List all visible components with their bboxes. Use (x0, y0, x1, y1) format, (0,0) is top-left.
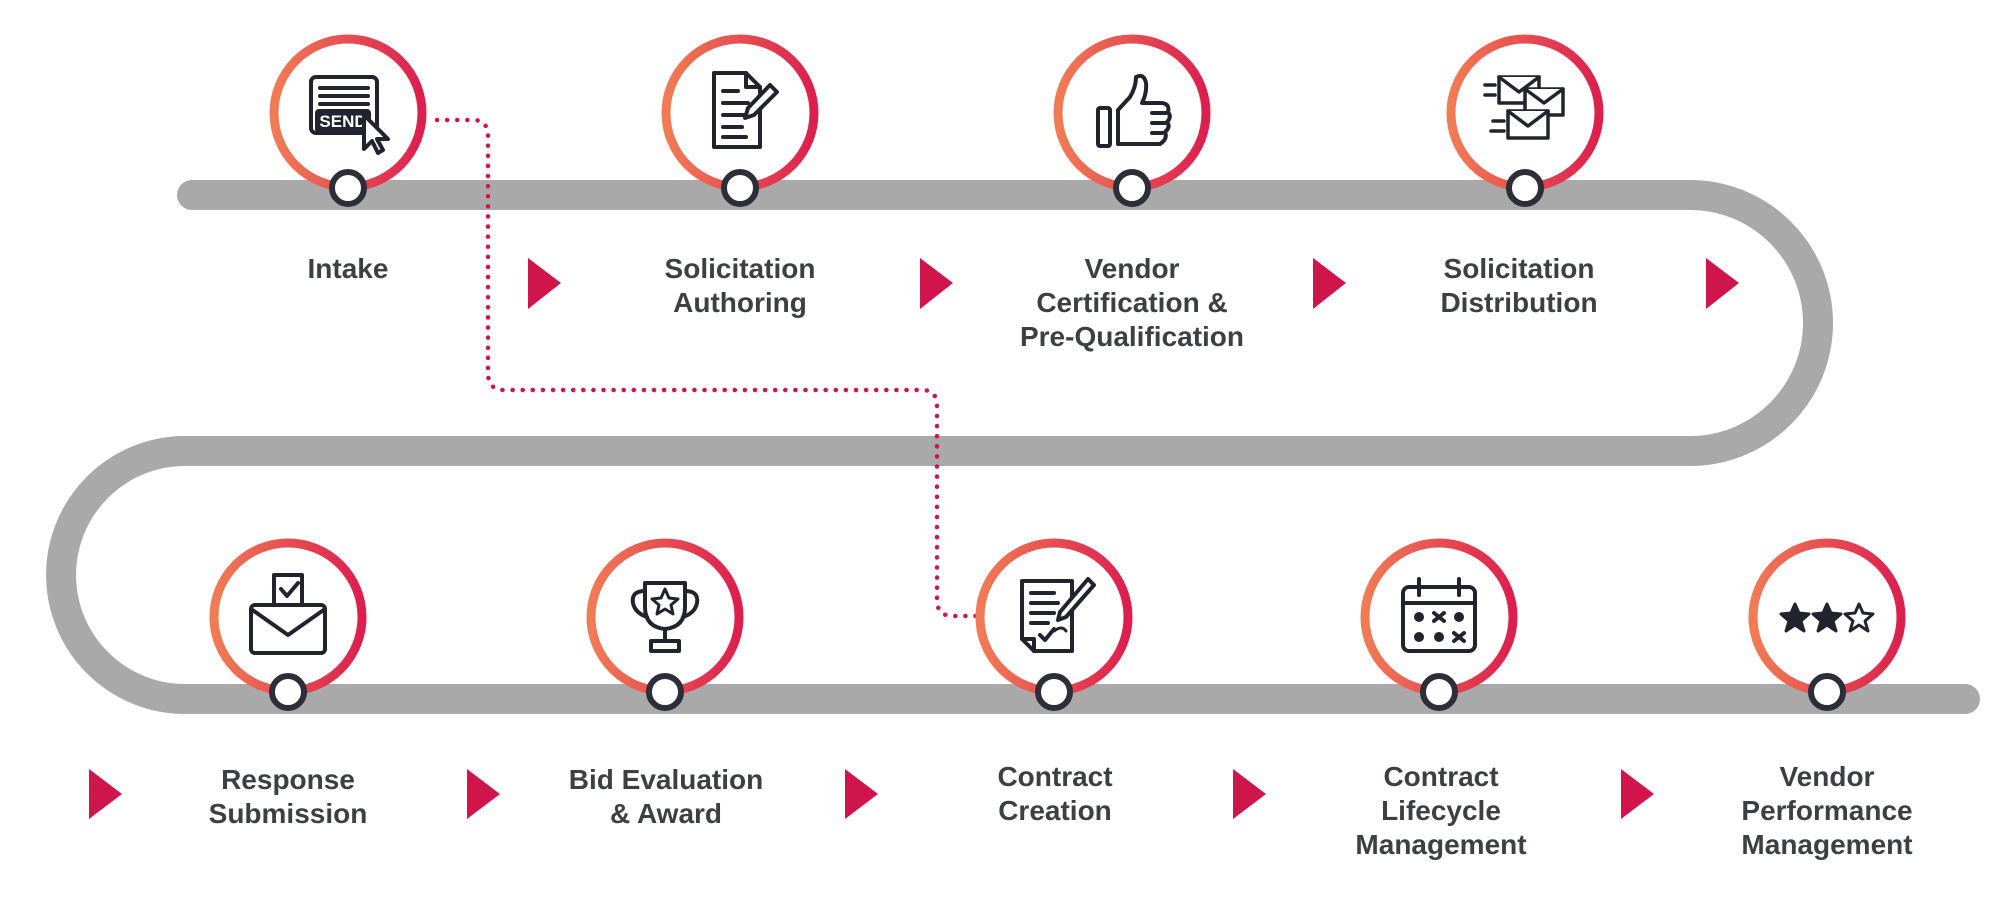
track-node (329, 169, 367, 207)
step-label-solicitation-authoring: Solicitation Authoring (664, 253, 816, 318)
step-label-intake: Intake (307, 253, 389, 284)
ballot-envelope-icon (249, 573, 327, 655)
track-node (1420, 673, 1458, 711)
envelopes-icon (1483, 75, 1565, 140)
step-label-bid-evaluation: Bid Evaluation & Award (568, 764, 764, 829)
document-edit-icon (712, 71, 779, 149)
arrow-marker (845, 769, 878, 819)
track-node (1506, 169, 1544, 207)
arrow-marker (467, 769, 500, 819)
step-intake: SEND (269, 34, 427, 207)
step-vendor-certification (1053, 34, 1211, 207)
step-label-solicitation-distribution: Solicitation Distribution (1440, 253, 1598, 318)
track-node (1113, 169, 1151, 207)
step-label-contract-lifecycle: Contract Lifecycle Management (1355, 761, 1527, 860)
step-contract-creation (975, 538, 1133, 711)
step-vendor-performance (1748, 538, 1906, 711)
arrow-marker (920, 258, 953, 309)
step-bid-evaluation (586, 538, 744, 711)
arrow-marker (1233, 769, 1266, 819)
track-path (46, 180, 1980, 714)
send-icon: SEND (309, 75, 390, 155)
track-node (269, 673, 307, 711)
arrow-marker (1313, 258, 1346, 309)
shortcut-dotted-line (434, 117, 988, 619)
step-contract-lifecycle (1360, 538, 1518, 711)
step-label-response-submission: Response Submission (208, 764, 368, 829)
contract-sign-icon (1020, 577, 1096, 653)
track-node (721, 169, 759, 207)
track-node (646, 673, 684, 711)
arrow-marker (89, 769, 122, 819)
step-solicitation-authoring (661, 34, 819, 207)
track-node (1808, 673, 1846, 711)
track-node (1035, 673, 1073, 711)
star-rating-icon (1779, 602, 1875, 633)
arrow-marker (1621, 769, 1654, 819)
calendar-icon (1401, 577, 1477, 653)
step-solicitation-distribution (1446, 34, 1604, 207)
arrow-marker (1706, 258, 1739, 309)
step-response-submission (209, 538, 367, 711)
step-label-vendor-certification: Vendor Certification & Pre-Qualification (1019, 253, 1245, 352)
trophy-icon (630, 581, 700, 653)
step-label-vendor-performance: Vendor Performance Management (1741, 761, 1913, 860)
send-label: SEND (319, 112, 366, 131)
arrow-marker (528, 258, 561, 309)
thumbs-up-icon (1096, 73, 1172, 148)
step-label-contract-creation: Contract Creation (997, 761, 1113, 826)
